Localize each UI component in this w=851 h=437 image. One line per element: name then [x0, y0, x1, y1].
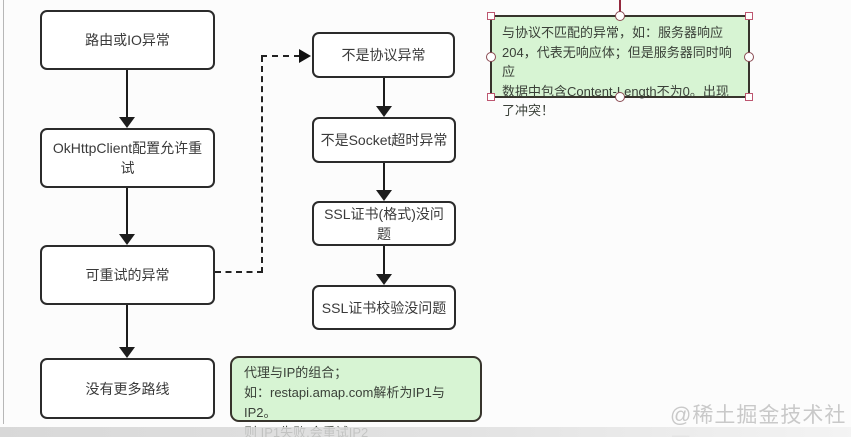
note-proxy-ip[interactable]: 代理与IP的组合； 如：restapi.amap.com解析为IP1与IP2。 …: [230, 356, 482, 437]
arrow-retryable-to-no-routes: [119, 305, 135, 358]
rotate-handle-line[interactable]: [619, 0, 621, 15]
node-ssl-cert-format-ok[interactable]: SSL证书(格式)没问题: [312, 201, 456, 246]
node-okhttpclient-retry-allowed[interactable]: OkHttpClient配置允许重试: [40, 128, 215, 188]
node-route-io-exception[interactable]: 路由或IO异常: [40, 10, 215, 70]
dashed-connector-vertical-segment: [261, 56, 263, 273]
arrow-config-to-retryable: [119, 188, 135, 245]
node-not-protocol-exception[interactable]: 不是协议异常: [312, 32, 455, 78]
dashed-connector-bottom-segment: [215, 271, 263, 273]
dashed-connector-arrowhead: [299, 49, 311, 63]
selection-handle-top-left[interactable]: [487, 12, 495, 20]
selection-handle-left-mid[interactable]: [486, 51, 496, 62]
selection-handle-right-mid[interactable]: [744, 51, 754, 62]
arrow-protocol-to-socket: [376, 78, 392, 117]
selection-handle-bottom-left[interactable]: [487, 93, 495, 101]
node-no-more-routes[interactable]: 没有更多路线: [40, 358, 215, 419]
arrow-route-to-config: [119, 70, 135, 128]
page-edge-line: [3, 0, 4, 424]
selection-handle-top-mid[interactable]: [615, 11, 625, 21]
bottom-edge-band: [0, 427, 851, 437]
node-retryable-exception[interactable]: 可重试的异常: [40, 245, 215, 305]
note-protocol-conflict[interactable]: 与协议不匹配的异常，如：服务器响应 204，代表无响应体；但是服务器同时响应 数…: [486, 0, 754, 118]
dashed-connector-top-segment: [261, 55, 300, 57]
node-not-socket-timeout[interactable]: 不是Socket超时异常: [312, 117, 456, 163]
selection-handle-bottom-right[interactable]: [745, 93, 753, 101]
arrow-sslformat-to-sslverify: [376, 246, 392, 285]
selection-handle-bottom-mid[interactable]: [615, 92, 625, 102]
node-ssl-cert-verify-ok[interactable]: SSL证书校验没问题: [312, 285, 456, 330]
arrow-socket-to-sslformat: [376, 163, 392, 201]
selection-handle-top-right[interactable]: [745, 12, 753, 20]
